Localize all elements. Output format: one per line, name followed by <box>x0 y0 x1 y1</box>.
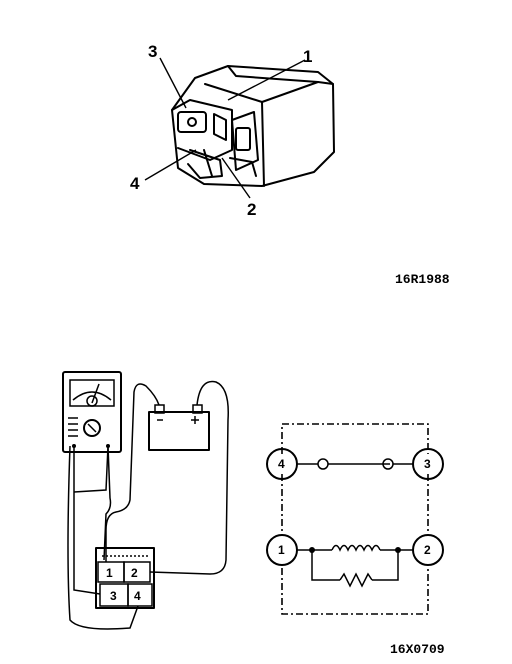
box-pin-4: 4 <box>134 589 141 603</box>
node-1: 1 <box>278 543 285 557</box>
relay-body <box>171 65 335 187</box>
box-pin-1: 1 <box>106 566 113 580</box>
pin-leaders <box>144 57 306 199</box>
node-4: 4 <box>278 457 285 471</box>
relay-pin-label-2: 2 <box>247 200 256 219</box>
test-wires <box>67 380 229 630</box>
node-2: 2 <box>424 543 431 557</box>
box-pin-2: 2 <box>131 566 138 580</box>
relay-figure-code: 16R1988 <box>395 272 450 287</box>
relay-connector-box <box>95 547 155 609</box>
relay-pin-label-3: 3 <box>148 42 157 61</box>
test-figure-code: 16X0709 <box>390 642 445 657</box>
battery <box>148 404 210 451</box>
node-3: 3 <box>424 457 431 471</box>
relay-pin-label-4: 4 <box>130 174 140 193</box>
relay-schematic <box>266 423 444 615</box>
relay-pin-label-1: 1 <box>303 47 312 66</box>
box-pin-3: 3 <box>110 589 117 603</box>
ohmmeter <box>62 371 122 453</box>
